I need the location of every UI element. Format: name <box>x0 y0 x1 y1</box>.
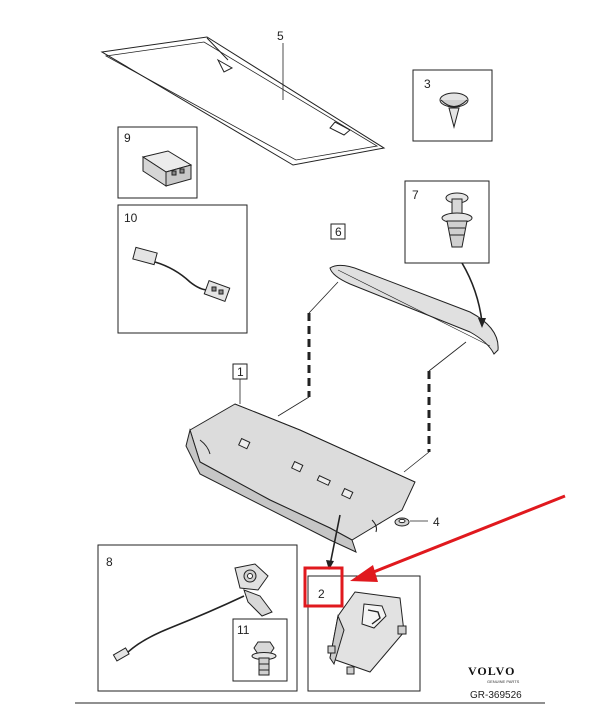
wiring-harness-icon <box>132 246 231 302</box>
sensor-cable-icon <box>112 563 273 662</box>
highlight-box <box>303 566 344 608</box>
callout-6-frame <box>330 223 346 240</box>
reference-number: GR-369526 <box>470 690 522 701</box>
assembly-dashed-lines <box>307 313 431 452</box>
callout-2: 2 <box>318 587 325 601</box>
part-9-box <box>117 126 198 199</box>
callout-10: 10 <box>124 211 138 225</box>
highlight-arrow-head <box>350 565 378 582</box>
connector-block-icon <box>141 150 193 187</box>
part-11-box <box>232 618 288 682</box>
cover-cap-icon <box>327 591 407 675</box>
screw-clip-icon <box>441 192 473 248</box>
brand-name: VOLVO <box>468 664 515 678</box>
part-10-box <box>117 204 248 334</box>
leader-2-arrowhead <box>326 560 334 570</box>
callout-1: 1 <box>237 365 244 379</box>
callout-11: 11 <box>237 623 250 637</box>
assembly-solid-lines <box>277 281 467 473</box>
part-4-nut <box>394 517 410 527</box>
part-1-rear-shelf <box>185 403 416 553</box>
callout-4: 4 <box>433 515 440 529</box>
part-2-box <box>307 575 421 692</box>
part-3-box <box>412 69 493 142</box>
callout-9: 9 <box>124 131 131 145</box>
push-clip-icon <box>439 92 469 129</box>
bolt-icon <box>251 641 277 676</box>
callout-8: 8 <box>106 555 113 569</box>
part-6-trim-strip <box>329 264 499 355</box>
highlight-arrow-shaft <box>365 494 566 577</box>
callout-5: 5 <box>277 29 284 43</box>
callout-6: 6 <box>335 225 342 239</box>
leader-7 <box>461 262 483 323</box>
leader-7-arrowhead <box>478 318 486 328</box>
callout-7: 7 <box>412 188 419 202</box>
callout-3: 3 <box>424 77 431 91</box>
brand-tagline: GENUINE PARTS <box>487 679 520 684</box>
part-7-box <box>404 180 490 264</box>
part-5-load-cover <box>100 36 386 166</box>
